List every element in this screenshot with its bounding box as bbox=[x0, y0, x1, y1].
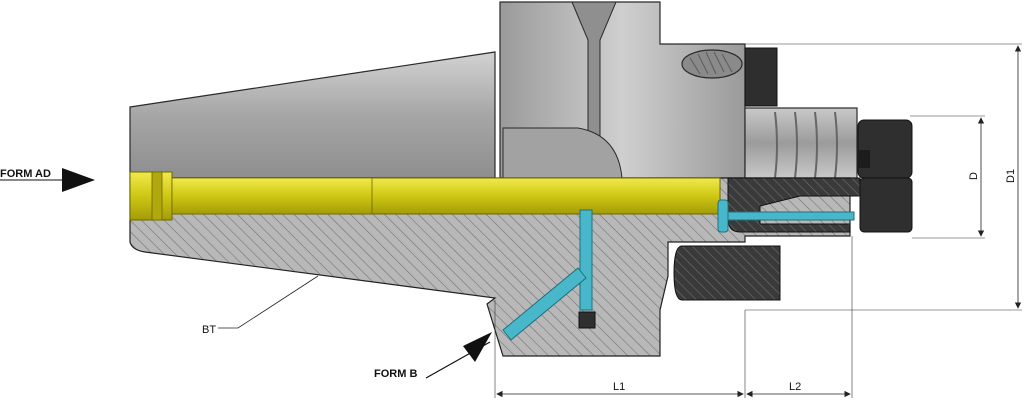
form-b-arrow bbox=[463, 332, 492, 362]
label-l1: L1 bbox=[613, 381, 625, 393]
nut-section bbox=[859, 177, 913, 233]
label-form-ad: FORM AD bbox=[0, 168, 51, 180]
dimensions bbox=[494, 43, 1022, 398]
label-form-b: FORM B bbox=[374, 368, 417, 380]
label-d: D bbox=[968, 172, 980, 180]
lower-insert bbox=[673, 245, 781, 301]
taper-shank bbox=[129, 51, 496, 179]
coolant-channel-horizontal bbox=[717, 211, 855, 221]
clamp-nut bbox=[857, 119, 913, 179]
coolant-channel-angled bbox=[502, 267, 587, 341]
set-screw bbox=[578, 311, 596, 329]
coolant-bore bbox=[129, 171, 721, 221]
label-l2: L2 bbox=[789, 381, 801, 393]
collar bbox=[744, 107, 858, 179]
holder-section bbox=[129, 177, 913, 357]
section-body bbox=[129, 177, 851, 357]
bt-leader bbox=[218, 275, 319, 329]
coolant-channel-vertical bbox=[579, 209, 593, 311]
coolant-channels bbox=[502, 199, 855, 341]
drive-key bbox=[744, 47, 778, 107]
form-ad-arrow bbox=[62, 168, 95, 192]
holder-exterior bbox=[129, 1, 913, 179]
label-bt: BT bbox=[202, 324, 216, 336]
label-d1: D1 bbox=[1005, 169, 1017, 183]
